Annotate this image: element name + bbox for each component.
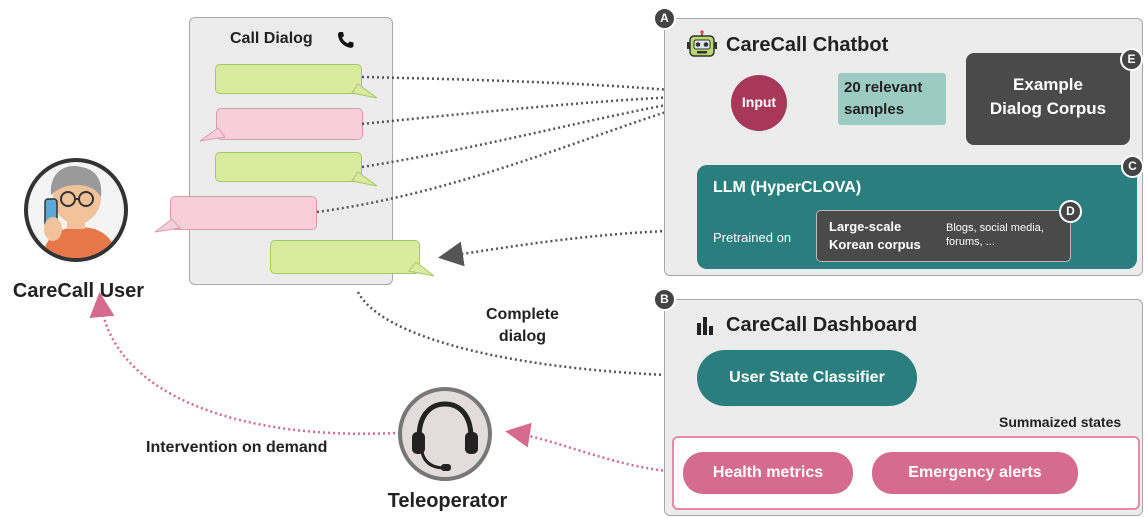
edge-states-to-teleoperator [505, 422, 684, 474]
korean-corpus-box [816, 210, 1071, 262]
edge-intervention [89, 292, 396, 435]
dashboard-title: CareCall Dashboard [726, 314, 918, 336]
edge-complete-dialog [356, 291, 697, 388]
chatbot-title: CareCall Chatbot [726, 34, 889, 56]
edge-dialog-to-input [316, 93, 726, 214]
phone-icon [337, 32, 354, 48]
health-metrics-pill: Health metrics [683, 452, 853, 494]
bubble-tail [351, 171, 378, 187]
dialog-bubble-user-2 [170, 196, 317, 230]
pretrained-label: Pretrained on [713, 230, 792, 245]
chatbot-marker: A [653, 7, 676, 30]
corpus-sources: Blogs, social media, forums, ... [946, 222, 1044, 248]
headset-icon [398, 387, 492, 481]
bar-chart-icon [697, 317, 713, 335]
call-dialog-title: Call Dialog [230, 30, 313, 47]
dashboard-marker: B [653, 288, 676, 311]
robot-icon [687, 30, 717, 57]
bubble-tail [351, 83, 378, 99]
intervention-label: Intervention on demand [146, 439, 328, 456]
user-label: CareCall User [12, 280, 145, 302]
dialog-bubble-bot-2 [215, 152, 362, 182]
llm-title: LLM (HyperCLOVA) [713, 179, 862, 196]
edge-llm-to-response [438, 228, 698, 267]
input-label: Input [741, 94, 777, 110]
bubble-tail [408, 261, 435, 277]
llm-marker: C [1121, 155, 1144, 178]
dialog-bubble-bot-3 [270, 240, 420, 274]
dialog-bubble-bot-1 [215, 64, 362, 94]
emergency-alerts-pill: Emergency alerts [872, 452, 1078, 494]
corpus-marker: E [1120, 48, 1143, 71]
example-dialog-corpus-box: Example Dialog Corpus [966, 53, 1130, 145]
bubble-tail [199, 127, 226, 142]
teleoperator-label: Teleoperator [387, 490, 508, 512]
input-node [731, 75, 787, 131]
dialog-bubble-user-1 [216, 108, 363, 140]
korean-corpus-label: Large-scale Korean corpus [829, 219, 921, 252]
complete-dialog-label: Complete dialog [486, 306, 559, 345]
korean-corpus-marker: D [1059, 200, 1082, 223]
user-avatar [24, 158, 128, 262]
bubble-tail [154, 218, 181, 233]
summarized-states-label: Summaized states [999, 414, 1122, 430]
relevant-samples-box: 20 relevant samples [838, 73, 946, 125]
user-state-classifier: User State Classifier [697, 350, 917, 406]
